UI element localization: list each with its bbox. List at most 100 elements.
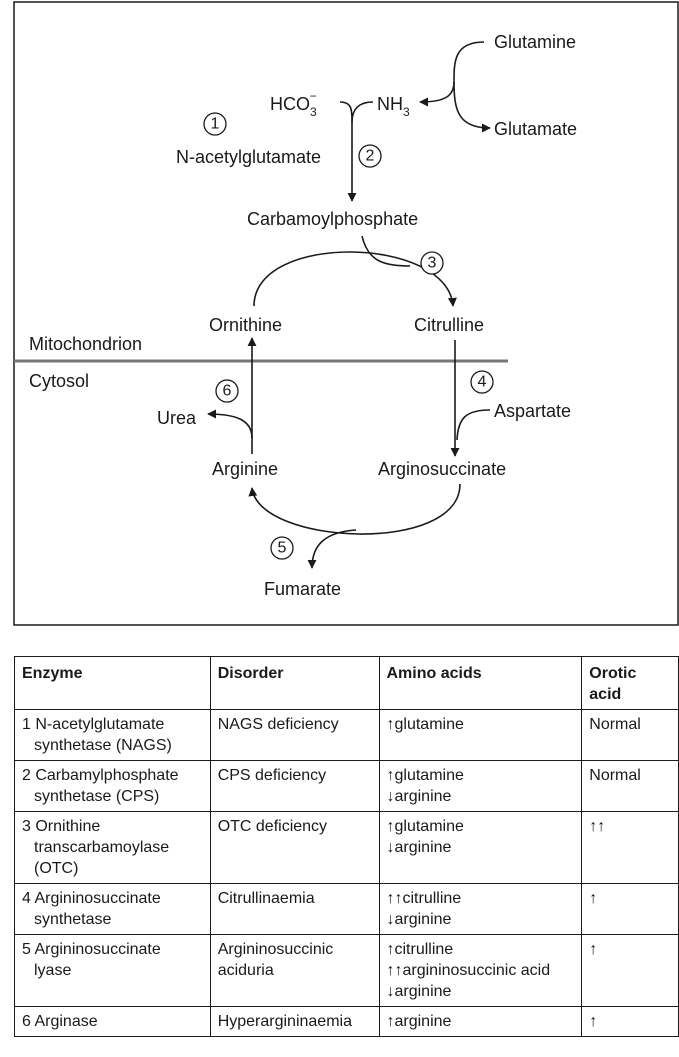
glutamine-to-nh3-arrow <box>419 41 485 107</box>
n-acetylglutamate-label: N-acetylglutamate <box>176 147 321 167</box>
urea-cycle-diagram: Glutamine Glutamate HCO3− NH3 N-acetylgl… <box>13 1 679 626</box>
step-5-marker: 5 <box>270 536 294 560</box>
disorder-cell-line: Citrullinaemia <box>217 890 315 907</box>
carbamoylphosphate-join-line <box>361 235 411 267</box>
amino-acids-cell-line: ↓arginine <box>386 788 452 805</box>
glutamate-label: Glutamate <box>494 119 577 139</box>
enzyme-cell: 2 Carbamylphosphate synthetase (CPS) <box>14 760 211 812</box>
ornithine-label: Ornithine <box>209 315 282 335</box>
urea-cycle-disorders-table: Enzyme Disorder Amino acids Orotic acid … <box>14 656 679 1037</box>
disorder-cell: OTC deficiency <box>209 811 380 884</box>
amino-acids-cell: ↑↑citrulline ↓arginine <box>378 883 583 935</box>
enzyme-cell: 5 Argininosuccinate lyase <box>14 934 211 1007</box>
disorder-cell: Argininosuccinic aciduria <box>209 934 380 1007</box>
enzyme-cell: 6 Arginase <box>14 1006 211 1037</box>
step-6-marker: 6 <box>215 379 239 403</box>
svg-text:1: 1 <box>211 116 220 133</box>
citrulline-label: Citrulline <box>414 315 484 335</box>
enzyme-cell-line: synthetase (CPS) <box>34 788 160 805</box>
svg-text:6: 6 <box>223 383 232 400</box>
amino-acids-cell: ↑citrulline ↑↑argininosuccinic acid ↓argin… <box>378 934 583 1007</box>
disorder-cell-line: Argininosuccinic <box>217 941 334 958</box>
amino-acids-cell-line: ↑arginine <box>386 1013 452 1030</box>
nh3-merge-line <box>351 101 374 123</box>
enzyme-cell-line: 5 Argininosuccinate <box>22 941 161 958</box>
orotic-acid-cell-line: Normal <box>589 767 641 784</box>
enzyme-cell-line: transcarbamoylase <box>34 839 170 856</box>
orotic-acid-cell: ↑ <box>581 1006 679 1037</box>
carbamoylphosphate-label: Carbamoylphosphate <box>247 209 418 229</box>
urea-label: Urea <box>157 408 197 428</box>
nh3-label: NH3 <box>377 94 410 119</box>
amino-acids-cell: ↑glutamine <box>378 709 583 761</box>
arginosuccinate-label: Arginosuccinate <box>378 459 506 479</box>
diagram-frame <box>13 1 679 626</box>
orotic-acid-cell: ↑ <box>581 883 679 935</box>
table-header-row: Enzyme Disorder Amino acids Orotic acid <box>14 656 679 710</box>
enzyme-cell-line: lyase <box>34 962 72 979</box>
cytosol-label: Cytosol <box>29 371 89 391</box>
mitochondrion-label: Mitochondrion <box>29 334 142 354</box>
disorder-cell-line: Hyperargininaemia <box>217 1013 352 1030</box>
orotic-acid-cell-line: Normal <box>589 716 641 733</box>
step-2-marker: 2 <box>358 144 382 168</box>
header-amino-acids: Amino acids <box>378 656 583 710</box>
table-row: 6 Arginase Hyperargininaemia ↑arginine ↑ <box>14 1006 679 1037</box>
header-disorder: Disorder <box>209 656 380 710</box>
aspartate-join-arrow <box>456 409 491 441</box>
urea-branch-arrow <box>207 409 253 439</box>
aspartate-label: Aspartate <box>494 401 571 421</box>
enzyme-cell-line: synthetase (NAGS) <box>34 737 172 754</box>
disorder-cell-line: aciduria <box>217 962 274 979</box>
amino-acids-cell-line: ↑↑argininosuccinic acid <box>386 962 551 979</box>
amino-acids-cell-line: ↑citrulline <box>386 941 454 958</box>
glutamine-label: Glutamine <box>494 32 576 52</box>
enzyme-cell-line: 3 Ornithine <box>22 818 101 835</box>
orotic-acid-cell-line: ↑ <box>589 1013 598 1030</box>
step-1-marker: 1 <box>203 112 227 136</box>
header-enzyme: Enzyme <box>14 656 211 710</box>
amino-acids-cell-line: ↑↑citrulline <box>386 890 462 907</box>
arginine-label: Arginine <box>212 459 278 479</box>
enzyme-cell-line: 2 Carbamylphosphate <box>22 767 179 784</box>
glutamine-to-glutamate-arrow <box>453 81 491 133</box>
orotic-acid-cell-line: ↑ <box>589 890 598 907</box>
enzyme-cell-line: 1 N-acetylglutamate <box>22 716 165 733</box>
amino-acids-cell-line: ↑glutamine <box>386 716 464 733</box>
amino-acids-cell-line: ↑glutamine <box>386 767 464 784</box>
table-row: 2 Carbamylphosphate synthetase (CPS) CPS d… <box>14 760 679 812</box>
header-orotic-acid: Orotic acid <box>581 656 679 710</box>
amino-acids-cell-line: ↓arginine <box>386 983 452 1000</box>
orotic-acid-cell: ↑ <box>581 934 679 1007</box>
disorder-cell: Hyperargininaemia <box>209 1006 380 1037</box>
arginosuccinate-to-arginine-arc <box>248 483 461 535</box>
disorder-cell: Citrullinaemia <box>209 883 380 935</box>
enzyme-cell-line: synthetase <box>34 911 112 928</box>
svg-text:2: 2 <box>366 148 375 165</box>
hco3-label: HCO3− <box>270 89 317 119</box>
amino-acids-cell: ↑arginine <box>378 1006 583 1037</box>
amino-acids-cell-line: ↓arginine <box>386 911 452 928</box>
orotic-acid-cell: Normal <box>581 709 679 761</box>
orotic-acid-cell-line: ↑↑ <box>589 818 606 835</box>
ornithine-to-citrulline-arc <box>253 251 457 307</box>
orotic-acid-cell: Normal <box>581 760 679 812</box>
disorder-cell: CPS deficiency <box>209 760 380 812</box>
step-3-marker: 3 <box>420 251 444 275</box>
amino-acids-cell-line: ↓arginine <box>386 839 452 856</box>
disorder-cell-line: CPS deficiency <box>217 767 327 784</box>
fumarate-label: Fumarate <box>264 579 341 599</box>
table-row: 5 Argininosuccinate lyase Argininosuccinic… <box>14 934 679 1007</box>
amino-acids-cell: ↑glutamine ↓arginine <box>378 760 583 812</box>
svg-text:4: 4 <box>478 374 487 391</box>
enzyme-cell: 1 N-acetylglutamate synthetase (NAGS) <box>14 709 211 761</box>
amino-acids-cell: ↑glutamine↓arginine <box>378 811 583 884</box>
hco3-merge-line <box>339 101 353 123</box>
orotic-acid-cell: ↑↑ <box>581 811 679 884</box>
